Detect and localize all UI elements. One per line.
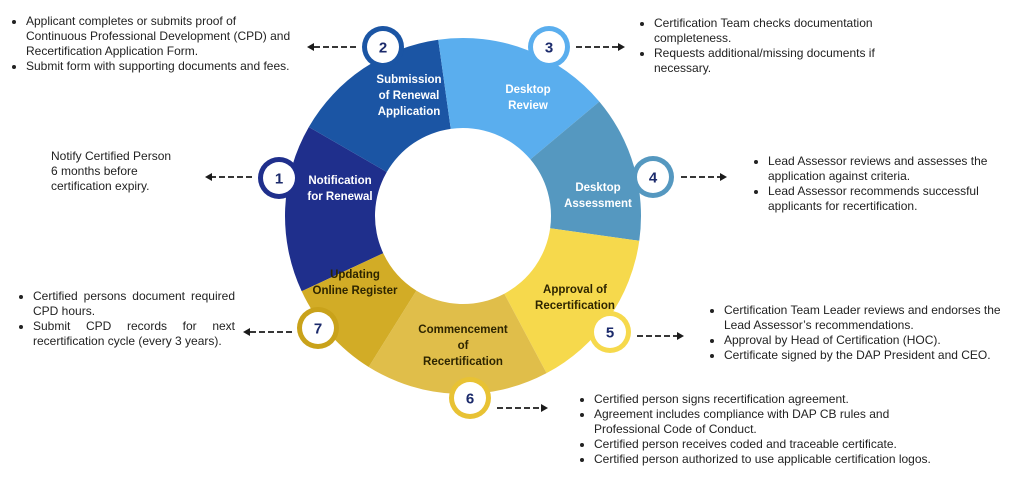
step-6-marker-face: [454, 382, 486, 414]
step-6-arrow-head: [541, 404, 548, 412]
ring-segment-step-2: [308, 39, 451, 172]
step-6-note-item: Certified person signs recertification a…: [594, 392, 938, 407]
step-7-number: 7: [314, 321, 322, 338]
step-2-title-line: of Renewal: [379, 90, 440, 102]
step-1-arrow-head: [205, 173, 212, 181]
step-7-marker-face: [302, 312, 334, 344]
step-1-title-line: Notification: [308, 175, 371, 187]
step-2-title-line: Submission: [376, 74, 441, 86]
ring-segment-step-6: [368, 290, 547, 394]
step-1-marker-face: [263, 162, 295, 194]
step-6-title-line: Recertification: [423, 356, 503, 368]
step-4-title-line: Assessment: [564, 198, 632, 210]
step-6-notes: Certified person signs recertification a…: [578, 392, 938, 467]
step-6-title-line: Commencement: [418, 324, 508, 336]
step-2-title-line: Application: [378, 106, 441, 118]
step-2-number: 2: [379, 40, 387, 57]
step-7-note-item: Certified persons document required CPD …: [33, 289, 235, 319]
step-7-title-line: Updating: [330, 269, 380, 281]
step-7-notes: Certified persons document required CPD …: [17, 289, 235, 349]
step-6-note-item: Certified person authorized to use appli…: [594, 452, 938, 467]
step-3-note-item: Certification Team checks documentation …: [654, 16, 898, 46]
step-2-notes: Applicant completes or submits proof of …: [10, 14, 300, 74]
ring-segment-step-3: [438, 38, 600, 160]
step-1-notes: Notify Certified Person 6 months before …: [51, 149, 201, 194]
step-7-note-item: Submit CPD records for next recertificat…: [33, 319, 235, 349]
step-6-note-item: Agreement includes compliance with DAP C…: [594, 407, 938, 437]
step-5-notes: Certification Team Leader reviews and en…: [708, 303, 1020, 363]
ring-segment-step-5: [504, 228, 640, 374]
ring-segment-step-7: [301, 253, 417, 367]
step-3-number: 3: [545, 40, 553, 57]
ring-segment-step-4: [530, 101, 641, 241]
ring-segment-step-1: [285, 127, 387, 292]
step-3-arrow-head: [618, 43, 625, 51]
step-4-notes: Lead Assessor reviews and assesses the a…: [752, 154, 1007, 214]
step-7-title-line: Online Register: [313, 285, 399, 297]
step-5-title-line: Approval of: [543, 284, 607, 296]
step-1-number: 1: [275, 171, 283, 188]
step-2-arrow-head: [307, 43, 314, 51]
step-6-note-item: Certified person receives coded and trac…: [594, 437, 938, 452]
step-6-title-line: of: [458, 340, 469, 352]
step-3-marker-face: [533, 31, 565, 63]
step-2-note-item: Applicant completes or submits proof of …: [26, 14, 300, 59]
step-5-note-item: Approval by Head of Certification (HOC).: [724, 333, 1020, 348]
step-4-marker-face: [637, 161, 669, 193]
step-5-number: 5: [606, 325, 614, 342]
step-2-note-item: Submit form with supporting documents an…: [26, 59, 300, 74]
step-4-note-item: Lead Assessor recommends successful appl…: [768, 184, 1007, 214]
step-3-title-line: Review: [508, 100, 548, 112]
step-5-marker-face: [594, 316, 626, 348]
step-7-arrow-head: [243, 328, 250, 336]
step-5-note-item: Certificate signed by the DAP President …: [724, 348, 1020, 363]
step-3-title-line: Desktop: [505, 84, 550, 96]
step-1-note-line: certification expiry.: [51, 179, 150, 193]
step-4-note-item: Lead Assessor reviews and assesses the a…: [768, 154, 1007, 184]
step-6-number: 6: [466, 391, 474, 408]
step-4-title-line: Desktop: [575, 182, 620, 194]
step-1-note-line: 6 months before: [51, 164, 138, 178]
step-3-notes: Certification Team checks documentation …: [638, 16, 898, 76]
step-4-arrow-head: [720, 173, 727, 181]
step-1-title-line: for Renewal: [307, 191, 372, 203]
step-5-title-line: Recertification: [535, 300, 615, 312]
step-1-note-line: Notify Certified Person: [51, 149, 172, 163]
step-3-note-item: Requests additional/missing documents if…: [654, 46, 898, 76]
step-5-note-item: Certification Team Leader reviews and en…: [724, 303, 1020, 333]
step-4-number: 4: [649, 170, 658, 187]
step-5-arrow-head: [677, 332, 684, 340]
step-2-marker-face: [367, 31, 399, 63]
